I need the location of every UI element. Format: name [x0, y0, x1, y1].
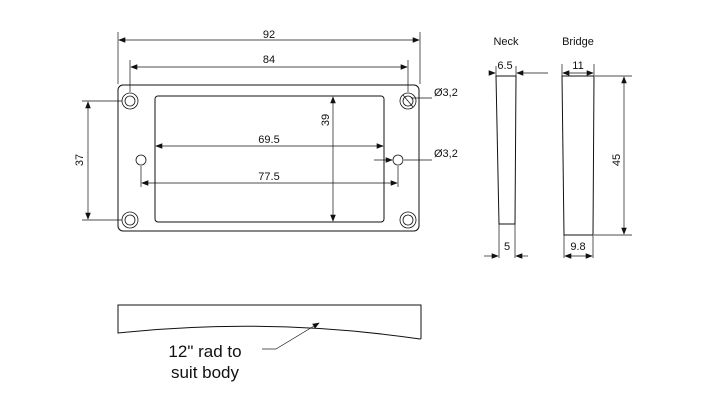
dim-side-hole-span: 77.5	[140, 166, 399, 187]
corner-hole-bottom-right	[399, 211, 417, 229]
dim-overall-width-label: 92	[263, 29, 275, 41]
dim-side-hole-span-label: 77.5	[258, 171, 279, 183]
dim-hole-spacing: 84	[129, 54, 409, 92]
bridge-side-view: Bridge 11 9.8 45	[561, 36, 632, 259]
dim-inner-width-label: 69.5	[258, 134, 279, 146]
dim-corner-hole-dia: Ø3,2	[402, 87, 458, 108]
neck-side-view: Neck 6.5 5	[484, 36, 548, 259]
dim-side-hole-dia: Ø3,2	[374, 148, 458, 163]
radius-note-line2: suit body	[171, 363, 240, 382]
dim-inner-width: 69.5	[155, 134, 384, 149]
corner-hole-top-left	[121, 92, 139, 110]
profile-view: 12" rad to suit body	[117, 304, 422, 382]
corner-hole-bottom-left	[121, 211, 139, 229]
dim-inner-height-label: 39	[320, 114, 332, 126]
side-hole-right	[392, 154, 404, 166]
radius-profile	[117, 304, 422, 340]
bridge-top-thickness-label: 11	[572, 60, 583, 72]
radius-note-line1: 12" rad to	[168, 342, 241, 361]
neck-profile	[495, 75, 517, 225]
dim-overall-height: 37	[74, 100, 122, 221]
dim-overall-width: 92	[117, 29, 421, 84]
top-view: 92 84 69.5 77.5 39	[74, 29, 458, 232]
neck-top-thickness-label: 6.5	[497, 60, 512, 72]
bridge-profile	[561, 75, 595, 236]
side-height-label: 45	[611, 154, 623, 166]
bridge-bottom-thickness-label: 9.8	[570, 241, 585, 253]
dim-side-hole-dia-label: Ø3,2	[434, 148, 458, 160]
bridge-label: Bridge	[562, 36, 594, 48]
dim-inner-height: 39	[320, 96, 336, 222]
neck-label: Neck	[493, 36, 519, 48]
dim-corner-hole-dia-label: Ø3,2	[434, 87, 458, 99]
inner-opening	[154, 95, 385, 223]
dim-overall-height-label: 37	[74, 154, 86, 166]
outer-frame	[117, 84, 420, 232]
dim-hole-spacing-label: 84	[263, 54, 275, 66]
neck-bottom-thickness-label: 5	[504, 241, 510, 253]
corner-hole-top-right	[399, 92, 417, 110]
side-hole-left	[135, 154, 147, 166]
